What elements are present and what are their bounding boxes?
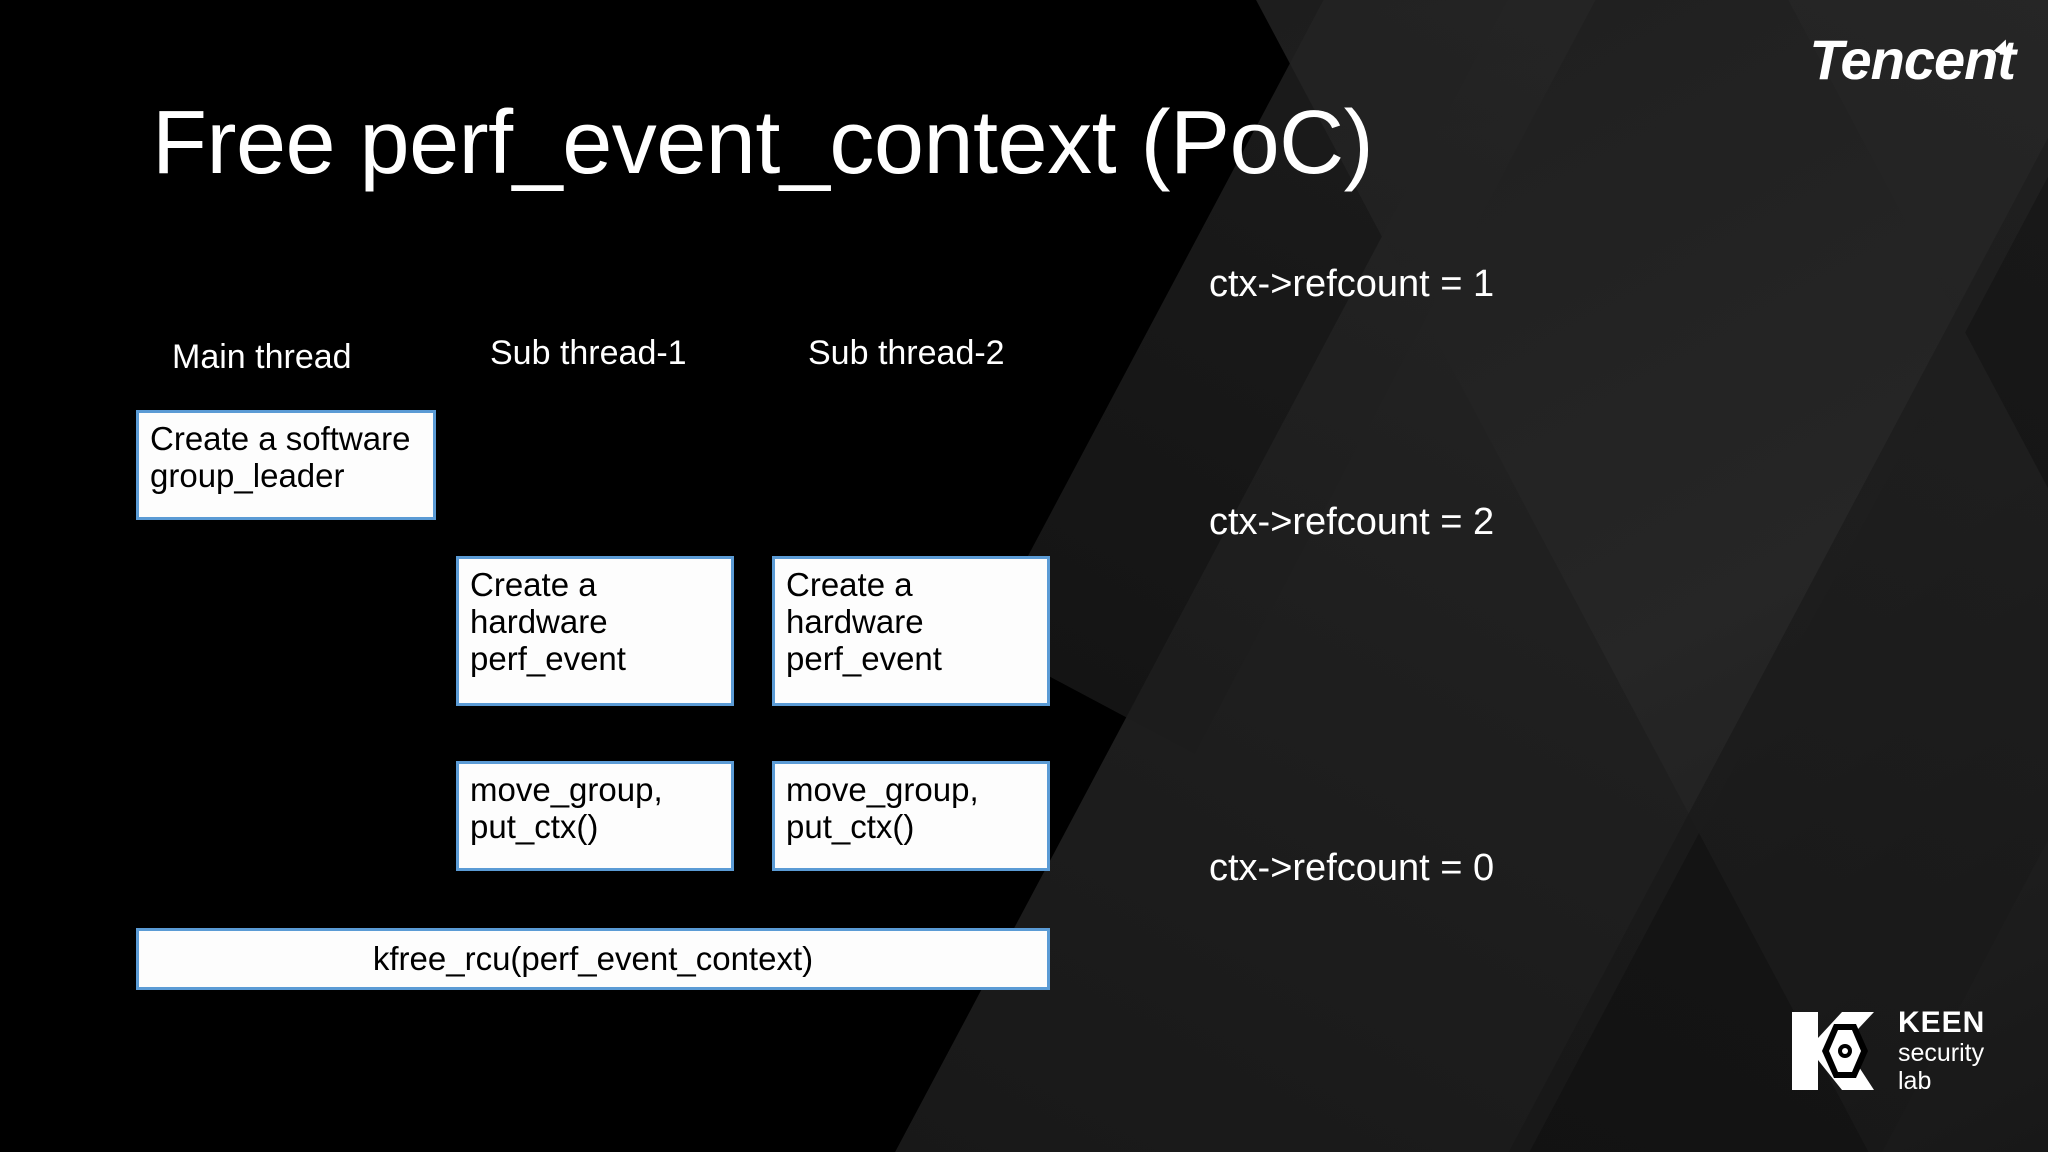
- column-header-sub-thread-2: Sub thread-2: [808, 334, 1005, 372]
- column-header-sub-thread-1: Sub thread-1: [490, 334, 687, 372]
- flow-box-move-group-put-ctx-sub1: move_group, put_ctx(): [456, 761, 734, 871]
- refcount-label-2: ctx->refcount = 2: [1209, 501, 1495, 543]
- tencent-logo: Tencent: [1809, 32, 2016, 88]
- diagonal-band-3: [1507, 0, 2048, 1152]
- keen-text-security: security: [1898, 1039, 1985, 1067]
- keen-security-lab-logo: KEEN security lab: [1788, 1008, 1985, 1094]
- refcount-label-3: ctx->refcount = 0: [1209, 847, 1495, 889]
- keen-text-keen: KEEN: [1898, 1006, 1986, 1039]
- column-header-main-thread: Main thread: [172, 338, 352, 376]
- flow-box-create-hardware-perf-event-sub1: Create a hardware perf_event: [456, 556, 734, 706]
- flow-box-kfree-rcu: kfree_rcu(perf_event_context): [136, 928, 1050, 990]
- refcount-label-1: ctx->refcount = 1: [1209, 263, 1495, 305]
- keen-text-lab: lab: [1898, 1067, 1932, 1095]
- flow-box-move-group-put-ctx-sub2: move_group, put_ctx(): [772, 761, 1050, 871]
- flow-box-create-hardware-perf-event-sub2: Create a hardware perf_event: [772, 556, 1050, 706]
- page-title: Free perf_event_context (PoC): [152, 93, 1374, 193]
- keen-wordmark: KEEN security lab: [1898, 1008, 1985, 1094]
- tencent-wordmark: Tencent: [1809, 28, 2016, 91]
- flow-box-create-software-group-leader: Create a software group_leader: [136, 410, 436, 520]
- keen-k-hexagon-icon: [1788, 1008, 1884, 1094]
